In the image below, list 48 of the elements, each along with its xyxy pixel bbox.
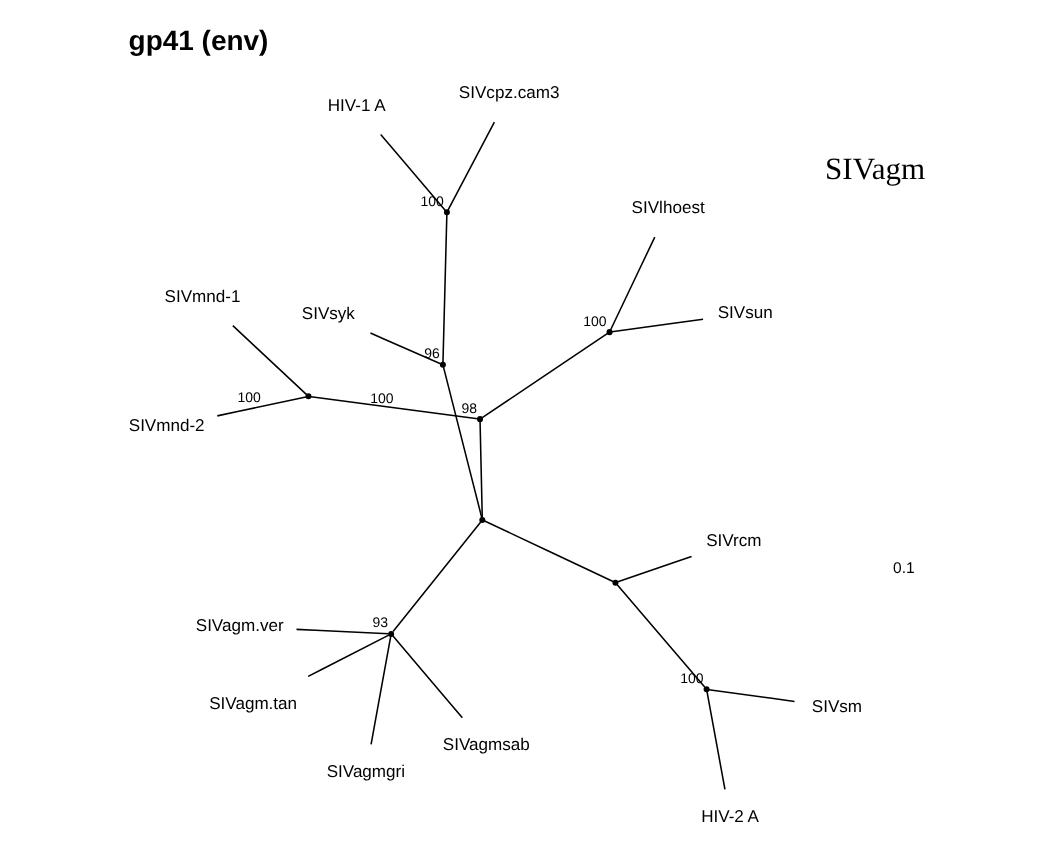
connector (617, 555, 693, 583)
connector (379, 133, 447, 212)
node-text: SIVcpz.cam3 (458, 82, 560, 103)
node-text: HIV-2 A (701, 805, 760, 826)
connector (307, 634, 390, 678)
node-text: SIVagm.ver (195, 615, 284, 636)
label: 0.1 (893, 558, 915, 577)
node-text: SIVagmgri (326, 761, 406, 782)
node-text: SIVsyk (301, 302, 355, 323)
connector (609, 236, 656, 331)
node-text: SIVagm.tan (209, 692, 298, 713)
connector (708, 688, 796, 703)
connector (232, 324, 308, 396)
connector (370, 635, 392, 746)
connector (481, 332, 609, 419)
connector (295, 628, 390, 635)
connector (442, 366, 483, 519)
label: SIVagm (825, 153, 926, 188)
node-point (439, 361, 446, 368)
connector (483, 520, 614, 583)
connector (310, 395, 479, 420)
connector (616, 583, 706, 688)
node-point (612, 579, 619, 586)
connector (442, 213, 448, 363)
node-point (305, 393, 312, 400)
node-point (606, 329, 613, 336)
node-point (443, 209, 450, 216)
node-text: SIVmnd-1 (164, 285, 241, 306)
node-text: SIVrcm (706, 530, 762, 551)
connector (706, 690, 726, 791)
connector (392, 521, 482, 633)
node-text: SIVlhoest (631, 197, 705, 218)
connector (392, 635, 464, 719)
connector (369, 332, 442, 365)
node-text: SIVagmsab (442, 734, 530, 755)
connector (447, 121, 496, 211)
node-text: SIVsun (717, 301, 773, 322)
node-point (477, 416, 484, 423)
node-text: SIVsm (811, 695, 863, 716)
connector (479, 421, 484, 519)
node-point (479, 516, 486, 523)
connector (216, 396, 307, 417)
node-text: HIV-1 A (327, 94, 386, 115)
node-text: SIVmnd-2 (128, 415, 205, 436)
node-point (388, 630, 395, 637)
node-point (703, 686, 710, 693)
diagram-title: gp41 (env) (128, 23, 269, 56)
connector (611, 318, 704, 333)
